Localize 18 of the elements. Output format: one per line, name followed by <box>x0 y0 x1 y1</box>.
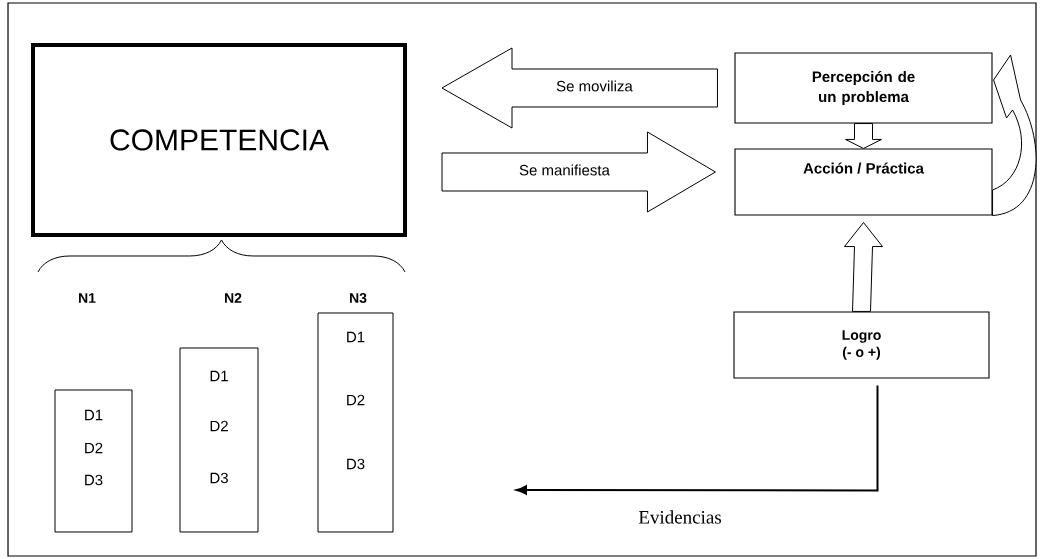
result-box: Logro (- o +) <box>733 311 990 379</box>
block-arrow <box>845 123 882 149</box>
process-box: Percepción de un problema <box>734 52 993 124</box>
column-heading: N2 <box>225 293 242 303</box>
edge-label: Se manifiesta <box>519 164 610 176</box>
level-box: D1 D2 D3 <box>54 389 133 533</box>
block-arrow <box>441 131 716 213</box>
curved-arrow <box>992 54 1037 217</box>
block-arrow <box>441 47 718 129</box>
block-arrow <box>844 222 883 312</box>
level-box: D1 D2 D3 <box>317 312 394 533</box>
process-box: Acción / Práctica <box>734 148 993 216</box>
edge-label: Evidencias <box>638 510 721 524</box>
edge-label: Se moviliza <box>556 80 633 92</box>
level-box: D1 D2 D3 <box>179 347 259 533</box>
arrow <box>515 384 879 495</box>
competence-box: COMPETENCIA <box>31 43 407 237</box>
column-heading: N1 <box>79 293 96 303</box>
